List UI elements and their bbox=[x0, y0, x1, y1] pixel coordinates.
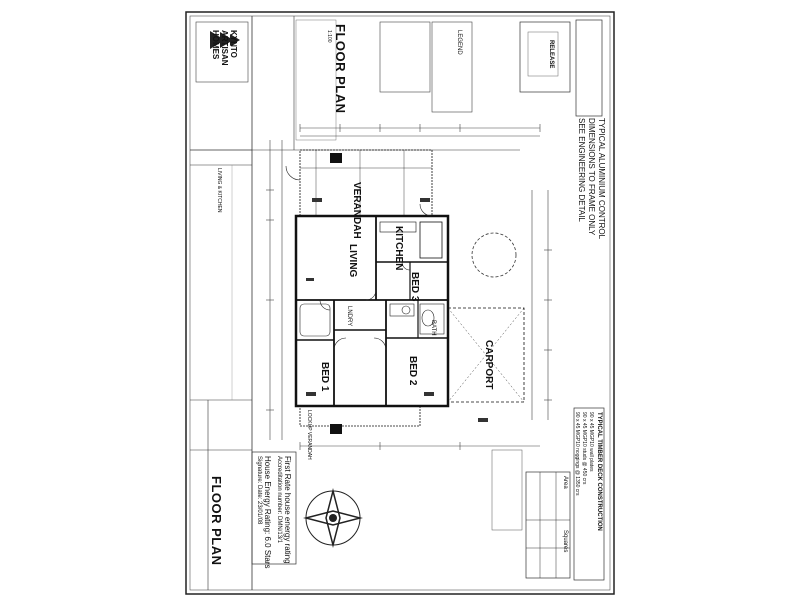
notes-header: RELEASE bbox=[548, 40, 554, 69]
legend-title: LEGEND bbox=[456, 30, 462, 55]
construction-line3: 90 x 45 MGP10 noggings @ 1350 crs bbox=[574, 412, 580, 496]
section-marker-a-bottom bbox=[330, 424, 342, 434]
schedule-area-label: Area bbox=[562, 476, 568, 489]
energy-line1: Accreditation number: DMN/13/1 bbox=[276, 456, 282, 544]
construction-header: TYPICAL TIMBER DECK CONSTRUCTION bbox=[596, 412, 602, 531]
schedule-squares-label: Squares bbox=[562, 530, 568, 553]
house-walls bbox=[294, 149, 525, 427]
energy-title: First Rate house energy rating bbox=[283, 456, 292, 564]
room-verandah: VERANDAH bbox=[351, 182, 362, 239]
room-carport: CARPORT bbox=[483, 340, 494, 390]
room-bed1: BED 1 bbox=[319, 362, 330, 392]
company-logo bbox=[195, 21, 249, 83]
drawing-title: FLOOR PLAN bbox=[333, 24, 348, 114]
company-name-line3: HOMES bbox=[211, 30, 220, 60]
north-arrow-icon bbox=[303, 488, 363, 548]
water-tank bbox=[471, 232, 517, 278]
room-bed2: BED 2 bbox=[407, 356, 418, 386]
room-bath: BATH bbox=[430, 320, 436, 336]
drawing-scale: 1:100 bbox=[326, 30, 332, 43]
energy-line3: Signature: Date: 23/01/08 bbox=[256, 456, 262, 525]
energy-line2: House Energy Rating: 6.0 Stars bbox=[263, 456, 272, 569]
construction-line2: 90 x 45 MGP10 studs @ 450 crs bbox=[581, 412, 587, 485]
typical-line1: DIMENSIONS TO FRAME ONLY bbox=[587, 118, 596, 236]
room-rear-verandah: LOCKUP VERANDAH bbox=[306, 410, 312, 460]
company-name-line1: KYNTO bbox=[229, 30, 238, 58]
company-name-line2: ARTISAN bbox=[220, 30, 229, 66]
room-living: LIVING bbox=[347, 244, 358, 278]
elevation-label: LIVING & KITCHEN bbox=[216, 168, 222, 213]
room-bed3: BED 3 bbox=[409, 272, 420, 302]
typical-header: TYPICAL ALUMINIUM CONTROL bbox=[597, 118, 606, 240]
room-laundry: LNDRY bbox=[346, 306, 352, 327]
construction-line1: 90 x 45 MGP10 wall plates bbox=[588, 412, 594, 472]
title-block-drawing-name: FLOOR PLAN bbox=[209, 476, 224, 566]
typical-line2: SEE ENGINEERING DETAIL bbox=[577, 118, 586, 222]
section-marker-a-top bbox=[330, 153, 342, 163]
room-kitchen: KITCHEN bbox=[393, 226, 404, 271]
